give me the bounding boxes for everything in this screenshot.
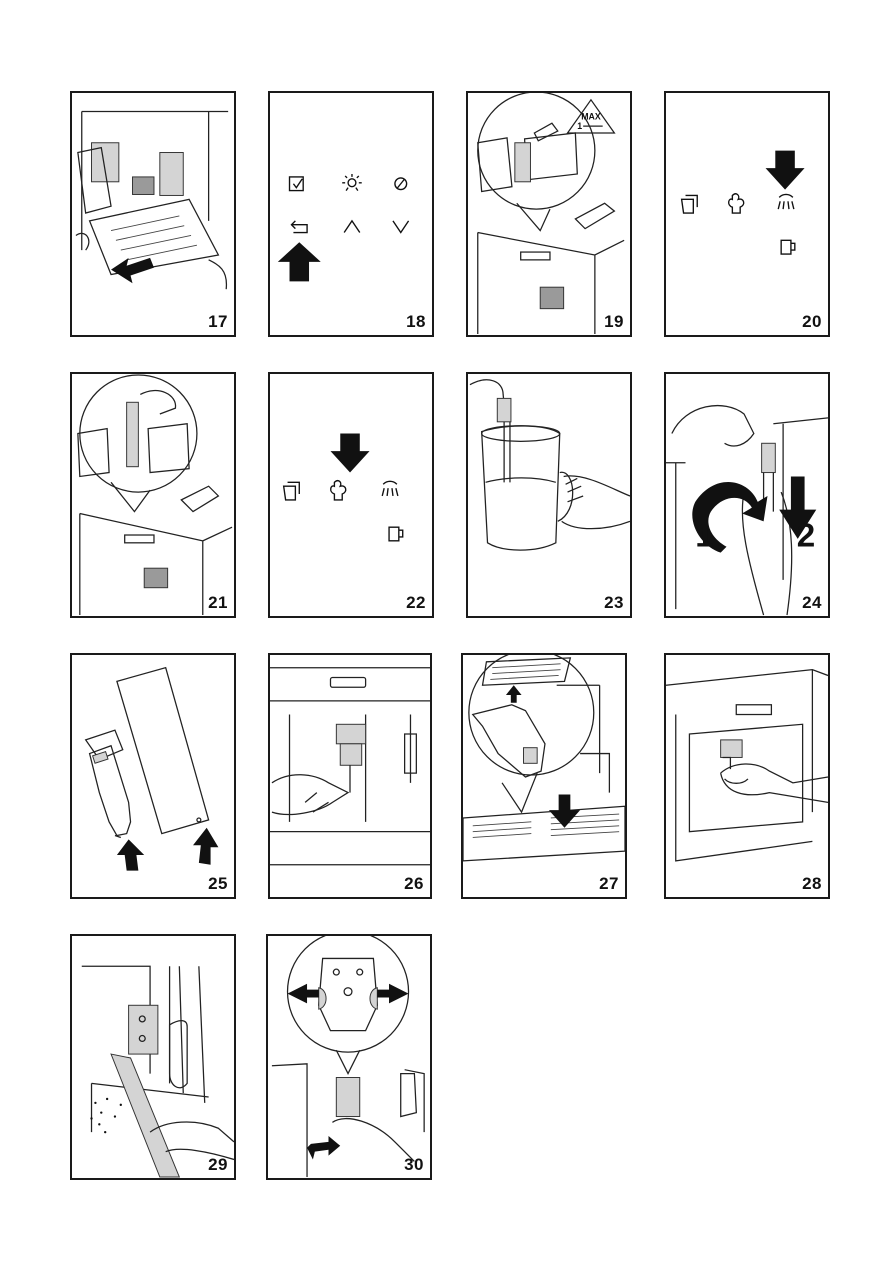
step-number: 22 xyxy=(406,593,426,613)
panel-28: 28 xyxy=(664,653,830,899)
panel-18: 18 xyxy=(268,91,434,337)
steam-icon xyxy=(729,194,744,213)
down-arrow-pointer-icon xyxy=(766,151,805,190)
panel-23: 23 xyxy=(466,372,632,618)
down-arrow-pointer-icon xyxy=(331,434,370,473)
milk-jug-steam-wand-illustration xyxy=(468,374,630,616)
cup-icon xyxy=(284,482,300,500)
rinse-icon xyxy=(778,194,794,209)
down-icon xyxy=(393,221,409,233)
nozzle-parts-illustration xyxy=(72,655,234,897)
max-level-label: 1 xyxy=(577,121,582,131)
wipe-interior-illustration xyxy=(666,655,828,897)
step-number: 19 xyxy=(604,312,624,332)
step-number: 23 xyxy=(604,593,624,613)
panel-24: 1 2 24 xyxy=(664,372,830,618)
light-icon xyxy=(342,174,362,191)
remove-nozzle-illustration: 1 2 xyxy=(666,374,828,616)
panel-26: 26 xyxy=(268,653,432,899)
drip-tray-float-illustration xyxy=(463,655,625,897)
step-number: 18 xyxy=(406,312,426,332)
panel-30: 30 xyxy=(266,934,432,1180)
back-icon xyxy=(291,221,307,233)
step-number: 27 xyxy=(599,874,619,894)
up-icon xyxy=(344,221,360,233)
panel-21: 21 xyxy=(70,372,236,618)
max-label: MAX xyxy=(581,111,601,121)
checklist-icon xyxy=(290,177,304,191)
step-number: 24 xyxy=(802,593,822,613)
panel-27: 27 xyxy=(461,653,627,899)
up-arrow-pointer-icon xyxy=(278,242,321,281)
fill-water-tank-illustration: MAX 1 xyxy=(468,93,630,335)
rinse-icon xyxy=(382,481,398,496)
panel-17: 17 xyxy=(70,91,236,337)
panel-19: MAX 1 19 xyxy=(466,91,632,337)
panel-25: 25 xyxy=(70,653,236,899)
step-number: 28 xyxy=(802,874,822,894)
step-label-1: 1 xyxy=(695,518,713,555)
step-number: 21 xyxy=(208,593,228,613)
step-number: 26 xyxy=(404,874,424,894)
cup-icon xyxy=(682,195,698,213)
jug-icon xyxy=(781,240,795,254)
drip-tray-removal-illustration xyxy=(72,93,234,335)
step-number: 29 xyxy=(208,1155,228,1175)
step-number: 25 xyxy=(208,874,228,894)
remove-brew-unit-illustration xyxy=(268,936,430,1178)
vacuum-interior-illustration xyxy=(72,936,234,1178)
step-number: 30 xyxy=(404,1155,424,1175)
steam-icon xyxy=(331,481,346,500)
panel-20: 20 xyxy=(664,91,830,337)
step-label-2: 2 xyxy=(797,518,815,555)
panel-22: 22 xyxy=(268,372,434,618)
clean-spout-illustration xyxy=(270,655,430,897)
descale-icon xyxy=(395,178,407,190)
insert-filter-illustration xyxy=(72,374,234,616)
panel-29: 29 xyxy=(70,934,236,1180)
step-number: 20 xyxy=(802,312,822,332)
jug-icon xyxy=(389,527,403,541)
step-number: 17 xyxy=(208,312,228,332)
